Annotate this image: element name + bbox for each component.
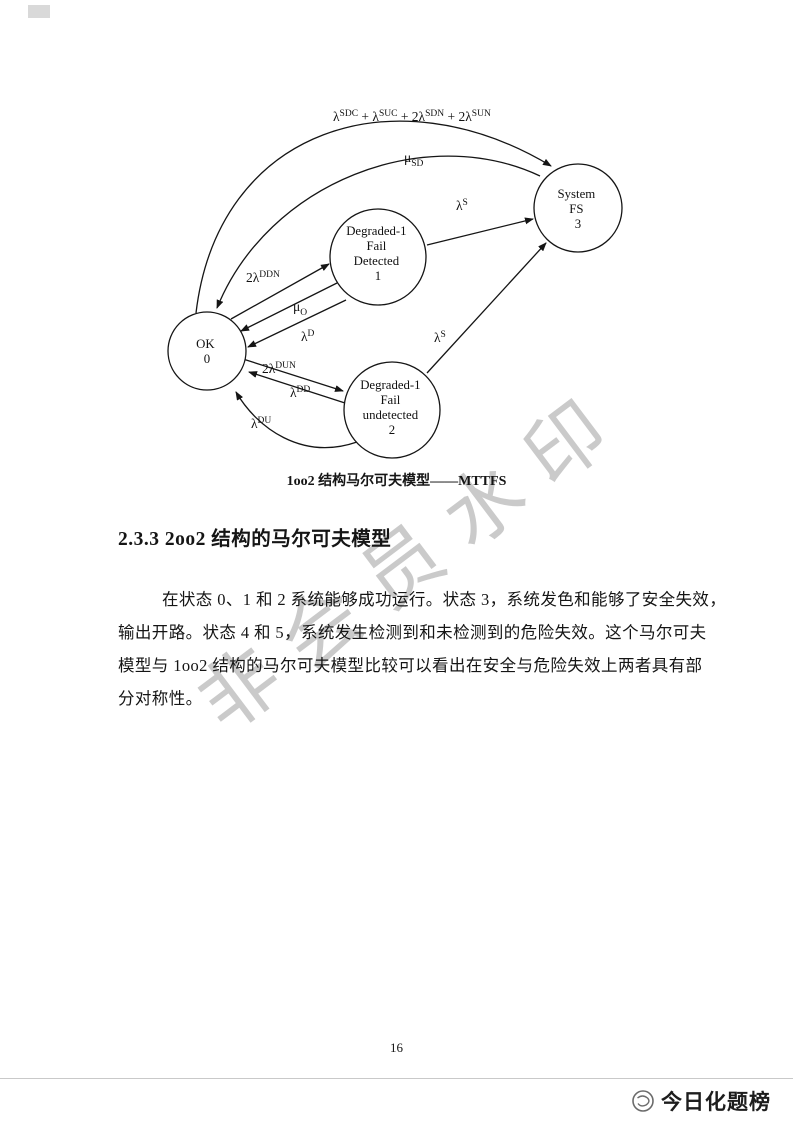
markov-diagram: OK 0 Degraded-1 Fail Detected 1 Degraded… [167, 109, 623, 459]
figure-caption: 1oo2 结构马尔可夫模型——MTTFS [286, 474, 507, 489]
page-number: 16 [390, 1040, 403, 1055]
edge-label-lambda-s-1: λS [456, 198, 468, 213]
edge-deg1-undetected-to-ok-lambda-dd [248, 371, 346, 404]
edge-label-2lambda-dun: 2λDUN [262, 361, 296, 376]
state-ok-circle [167, 311, 247, 391]
state-system-fs-circle [533, 163, 623, 253]
corner-artifact [28, 5, 50, 18]
state-deg1-detected-circle [329, 208, 427, 306]
edge-deg1-detected-to-ok-mu-o [240, 282, 338, 332]
paragraph-line: 模型与 1oo2 结构的马尔可夫模型比较可以看出在安全与危险失效上两者具有部 [118, 656, 703, 675]
footer-divider [0, 1078, 793, 1079]
state-deg1-undetected-label: Degraded-1 Fail undetected 2 [360, 378, 424, 437]
edge-ok-to-fs-total [195, 120, 552, 314]
edge-label-total-to-fs: λSDC + λSUC + 2λSDN + 2λSUN [333, 109, 491, 124]
edge-deg1-undetected-to-fs [426, 242, 547, 374]
edge-label-2lambda-ddn: 2λDDN [246, 270, 280, 285]
edge-deg1-undetected-to-ok-lambda-du [235, 391, 358, 449]
state-deg1-undetected-circle [343, 361, 441, 459]
edge-label-lambda-s-2: λS [434, 330, 446, 345]
brand-name: 今日化题榜 [661, 1091, 771, 1114]
edge-fs-to-ok-mu-sd [216, 155, 541, 309]
edge-label-lambda-du: λDU [251, 416, 271, 431]
state-deg1-detected-label: Degraded-1 Fail Detected 1 [346, 224, 410, 283]
edge-label-mu-o: μO [293, 299, 307, 318]
footer-brand: 今日化题榜 [631, 1086, 771, 1116]
state-system-fs-label: System FS 3 [558, 187, 599, 231]
edge-ok-to-deg1-undetected [242, 358, 344, 392]
brand-swirl-icon [632, 1090, 654, 1112]
body-paragraph: 在状态 0、1 和 2 系统能够成功运行。状态 3，系统发色和能够了安全失效， … [118, 583, 727, 715]
edge-deg1-detected-to-fs [426, 217, 534, 246]
paragraph-line: 输出开路。状态 4 和 5，系统发生检测到和未检测到的危险失效。这个马尔可夫 [118, 623, 707, 642]
state-ok-label: OK 0 [196, 337, 218, 366]
paragraph-line: 分对称性。 [118, 689, 203, 708]
edge-label-lambda-dd: λDD [290, 385, 310, 400]
edge-label-lambda-d: λD [301, 329, 315, 344]
paragraph-line: 在状态 0、1 和 2 系统能够成功运行。状态 3，系统发色和能够了安全失效， [162, 590, 727, 609]
edge-deg1-detected-to-ok-lambda-d [247, 299, 347, 348]
edge-label-mu-sd: μSD [404, 150, 424, 169]
section-heading: 2.3.3 2oo2 结构的马尔可夫模型 [118, 529, 392, 550]
edge-ok-to-deg1-detected [230, 263, 330, 320]
